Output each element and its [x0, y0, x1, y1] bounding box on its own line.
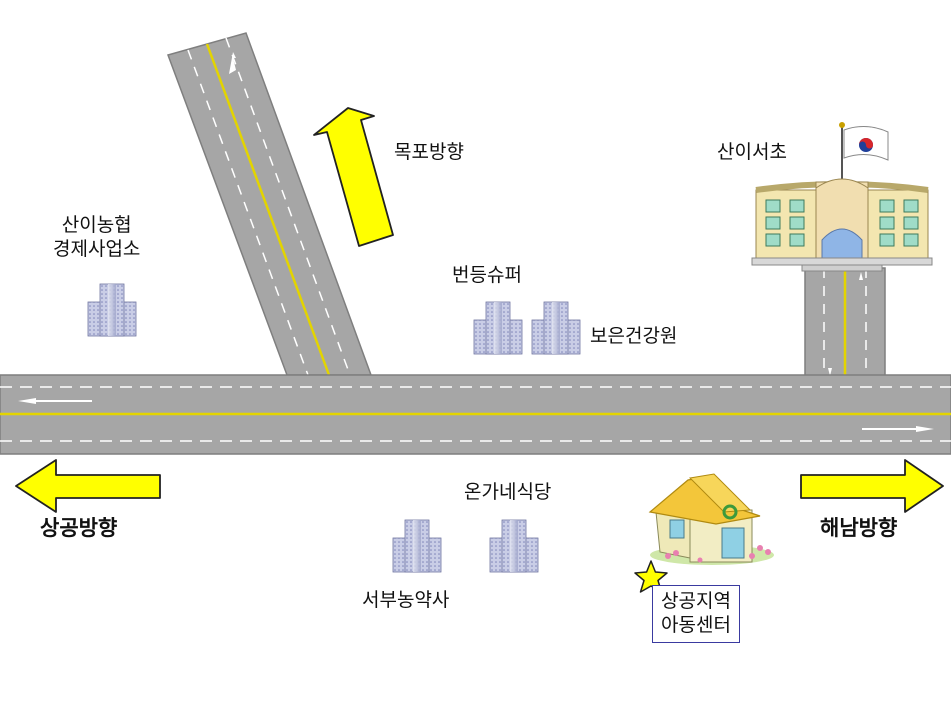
label-children-center: 상공지역 아동센터 — [652, 585, 740, 643]
label-boeun-health: 보은건강원 — [590, 325, 678, 347]
building-icon-nonghyup — [87, 283, 137, 337]
label-center-line1: 상공지역 — [661, 590, 731, 612]
label-nonghyup-line1: 산이농협 — [61, 214, 132, 236]
label-mokpo-direction: 목포방향 — [394, 141, 464, 163]
label-sani-nonghyup: 산이농협 경제사업소 — [53, 214, 140, 262]
arrow-mokpo-icon — [313, 107, 394, 247]
label-seobu-pharmacy: 서부농약사 — [362, 589, 450, 611]
label-nonghyup-line2: 경제사업소 — [53, 237, 141, 260]
school-icon — [751, 122, 933, 272]
label-ongane-restaurant: 온가네식당 — [464, 481, 552, 503]
school-road — [804, 267, 886, 377]
building-icon-super — [473, 301, 523, 355]
house-icon — [648, 473, 774, 565]
diagonal-road — [167, 32, 373, 376]
arrow-haenam-icon — [800, 459, 944, 513]
label-haenam-direction: 해남방향 — [820, 516, 898, 540]
building-icon-health — [531, 301, 581, 355]
label-center-line2: 아동센터 — [661, 613, 731, 636]
main-road — [0, 374, 951, 455]
label-sanggong-direction: 상공방향 — [40, 516, 118, 540]
label-sani-school: 산이서초 — [717, 141, 787, 163]
building-icon-restaurant — [489, 519, 539, 573]
star-icon — [634, 560, 668, 593]
arrow-sanggong-icon — [15, 459, 161, 513]
building-icon-pharmacy — [392, 519, 442, 573]
label-beondeung-super: 번등슈퍼 — [452, 264, 522, 286]
